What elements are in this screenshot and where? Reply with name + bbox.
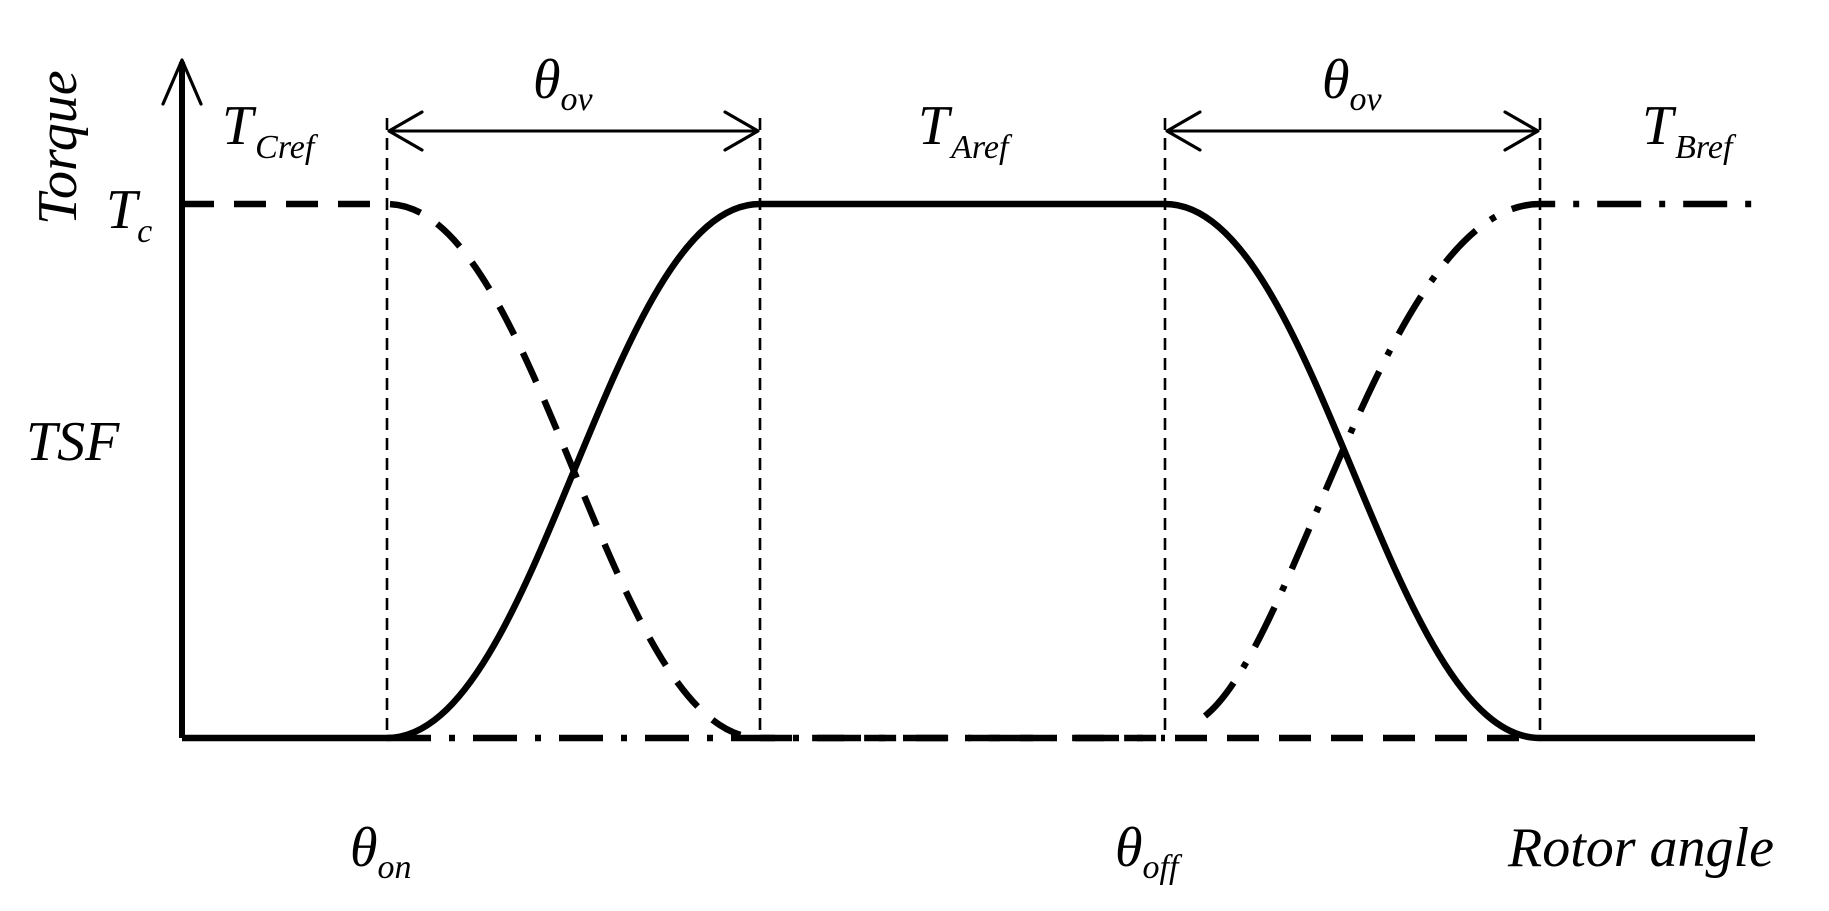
y-axis-arrowhead <box>161 58 203 106</box>
overlap-arrow-2-right-head <box>1503 110 1540 152</box>
curve-c-dashed <box>182 200 1165 742</box>
curve-label-c: TCref <box>222 95 319 166</box>
x-axis-label: Rotor angle <box>1507 817 1774 879</box>
overlap-label-1: θov <box>533 49 594 118</box>
y-level-label: Tc <box>106 179 152 250</box>
overlap-arrow-1-right-head <box>723 110 760 152</box>
theta-on-label: θon <box>350 817 412 886</box>
y-axis-label: Torque <box>27 70 89 225</box>
curve-b-dashdot-rise <box>1202 200 1755 719</box>
curve-label-a: TAref <box>918 95 1013 166</box>
curves <box>182 200 1755 742</box>
overlap-arrows <box>387 110 1540 152</box>
theta-off-label: θoff <box>1115 817 1183 886</box>
curve-a-solid <box>182 200 1755 742</box>
labels: Torque Tc TSF TCref TAref TBref θov θov … <box>26 49 1774 886</box>
guide-lines <box>385 118 1542 738</box>
overlap-arrow-1-left-head <box>387 110 424 152</box>
tsf-label: TSF <box>26 411 120 473</box>
axes <box>161 58 203 738</box>
curve-label-b: TBref <box>1642 95 1737 166</box>
overlap-arrow-2-left-head <box>1165 110 1202 152</box>
overlap-label-2: θov <box>1322 49 1383 118</box>
